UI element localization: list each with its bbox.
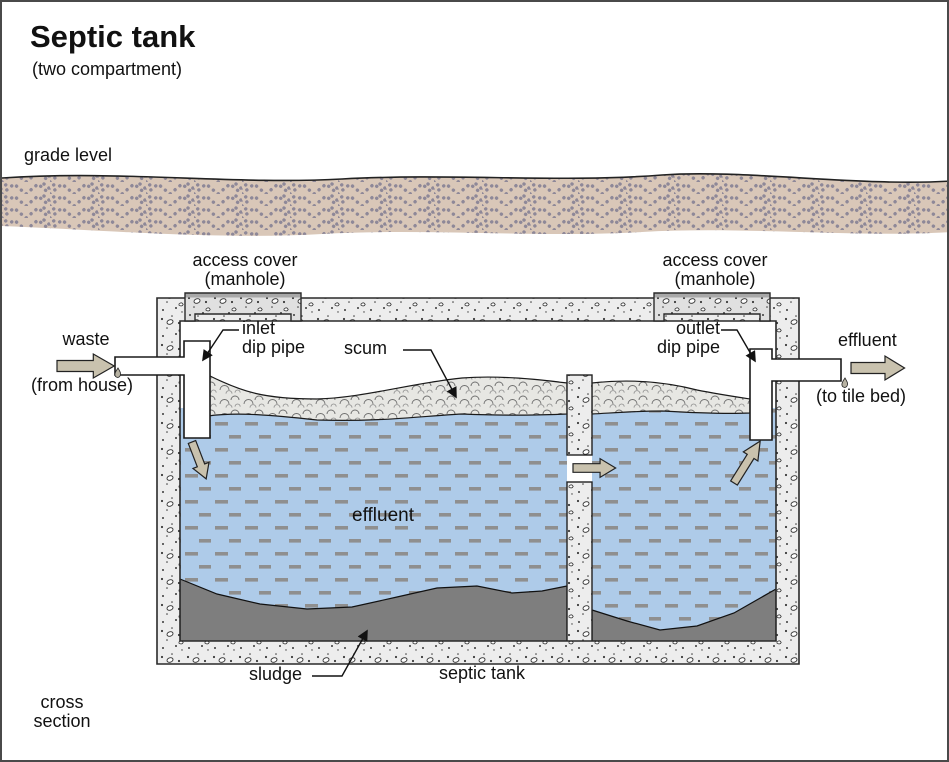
access-cover-label-left: access cover (manhole) [159,251,331,289]
cross-section-label: cross section [24,693,100,731]
access-cover-right-line2: (manhole) [674,269,756,289]
inlet-leader-line [202,329,239,362]
outlet-dip-pipe-label: outlet dip pipe [640,319,720,357]
effluent-destination-label: (to tile bed) [816,386,907,406]
sludge-label: sludge [249,664,303,684]
outlet-dip-pipe [749,348,842,441]
waste-label: waste [62,329,110,349]
access-cover-left-line2: (manhole) [204,269,286,289]
scum-leader-line [403,349,457,399]
effluent-out-label: effluent [838,330,897,350]
inlet-dip-pipe-label: inlet dip pipe [242,319,305,357]
sludge-leader-line [312,629,368,677]
outlet-label-line1: outlet [675,318,720,338]
scum-label: scum [344,338,388,358]
leader-lines [202,329,756,677]
page-title: Septic tank [30,19,196,54]
grade-level-label: grade level [24,145,113,165]
outlet-leader-line [721,329,756,363]
effluent-center-label: effluent [352,505,414,526]
outlet-label-line2: dip pipe [656,337,720,357]
grade-level-soil-band [2,172,947,236]
access-cover-left [184,292,302,322]
access-cover-label-right: access cover (manhole) [629,251,801,289]
waste-source-label: (from house) [30,375,134,395]
access-cover-right [653,292,771,322]
effluent-liquid [180,408,776,642]
page-subtitle: (two compartment) [32,59,183,79]
inlet-label-line2: dip pipe [242,337,306,357]
effluent-out-arrow-icon [850,355,906,381]
access-cover-left-line1: access cover [192,250,298,270]
inlet-dip-pipe [114,340,211,439]
cross-section-line2: section [33,711,91,731]
inlet-label-line1: inlet [242,318,276,338]
cross-section-line1: cross [40,692,84,712]
access-cover-right-line1: access cover [662,250,768,270]
septic-tank-label: septic tank [439,663,526,683]
baffle-wall [566,374,593,643]
